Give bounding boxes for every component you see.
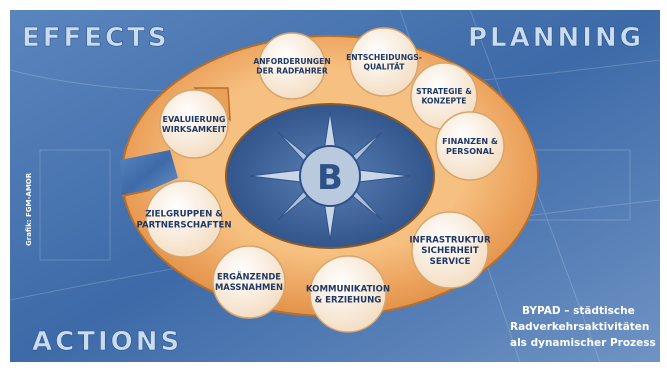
cycle-step-label: & ERZIEHUNG: [315, 295, 382, 305]
caption-line-3: als dynamischer Prozess: [510, 337, 656, 349]
cycle-step-label: INFRASTRUKTUR: [409, 235, 491, 245]
caption-line-2: Radverkehrsaktivitäten: [510, 321, 649, 333]
cycle-step-label: ANFORDERUNGEN: [253, 57, 330, 66]
cycle-step-circle: [411, 211, 489, 289]
corner-planning: PLANNING: [468, 23, 644, 53]
cycle-step-circle: [349, 27, 419, 97]
cycle-step-label: DER RADFAHRER: [256, 66, 328, 75]
cycle-step-label: KONZEPTE: [422, 96, 467, 105]
cycle-step: FINANZEN &PERSONAL: [435, 111, 505, 181]
cycle-step: STRATEGIE &KONZEPTE: [410, 62, 478, 130]
cycle-step-label: PARTNERSCHAFTEN: [136, 220, 231, 230]
corner-effects: EFFECTS: [22, 23, 170, 53]
cycle-step-label: EVALUIERUNG: [163, 115, 226, 124]
cycle-step-circle: [159, 89, 229, 159]
cycle-step-circle: [212, 245, 286, 319]
cycle-step-label: ERGÄNZENDE: [217, 272, 281, 282]
cycle-step-label: WIRKSAMKEIT: [162, 125, 227, 134]
cycle-step-circle: [145, 180, 223, 258]
cycle-step-label: PERSONAL: [446, 147, 494, 156]
credit-text: Grafik: FGM-AMOR: [25, 172, 33, 246]
cycle-step-label: STRATEGIE &: [416, 87, 472, 96]
cycle-step-label: ZIELGRUPPEN &: [145, 210, 223, 220]
corner-actions: ACTIONS: [32, 327, 182, 357]
cycle-step-label: FINANZEN &: [442, 137, 498, 146]
logo-letter: B: [317, 158, 343, 198]
cycle-step-label: QUALITÄT: [364, 62, 406, 71]
cycle-step-circle: [258, 32, 326, 100]
cycle-step-label: KOMMUNIKATION: [306, 285, 390, 295]
cycle-step: ZIELGRUPPEN &PARTNERSCHAFTEN: [136, 180, 232, 258]
cycle-step-circle: [309, 255, 387, 333]
cycle-step-label: MASSNAHMEN: [215, 282, 283, 292]
cycle-step-label: SICHERHEIT: [421, 246, 479, 256]
cycle-step-label: ENTSCHEIDUNGS-: [346, 53, 422, 62]
cycle-step-circle: [435, 111, 505, 181]
cycle-step: ENTSCHEIDUNGS-QUALITÄT: [346, 27, 422, 97]
compass-logo: B: [249, 111, 411, 241]
cycle-step: KOMMUNIKATION& ERZIEHUNG: [306, 255, 390, 333]
cycle-step-label: SERVICE: [430, 257, 471, 267]
caption-line-1: BYPAD – städtische: [522, 305, 635, 317]
